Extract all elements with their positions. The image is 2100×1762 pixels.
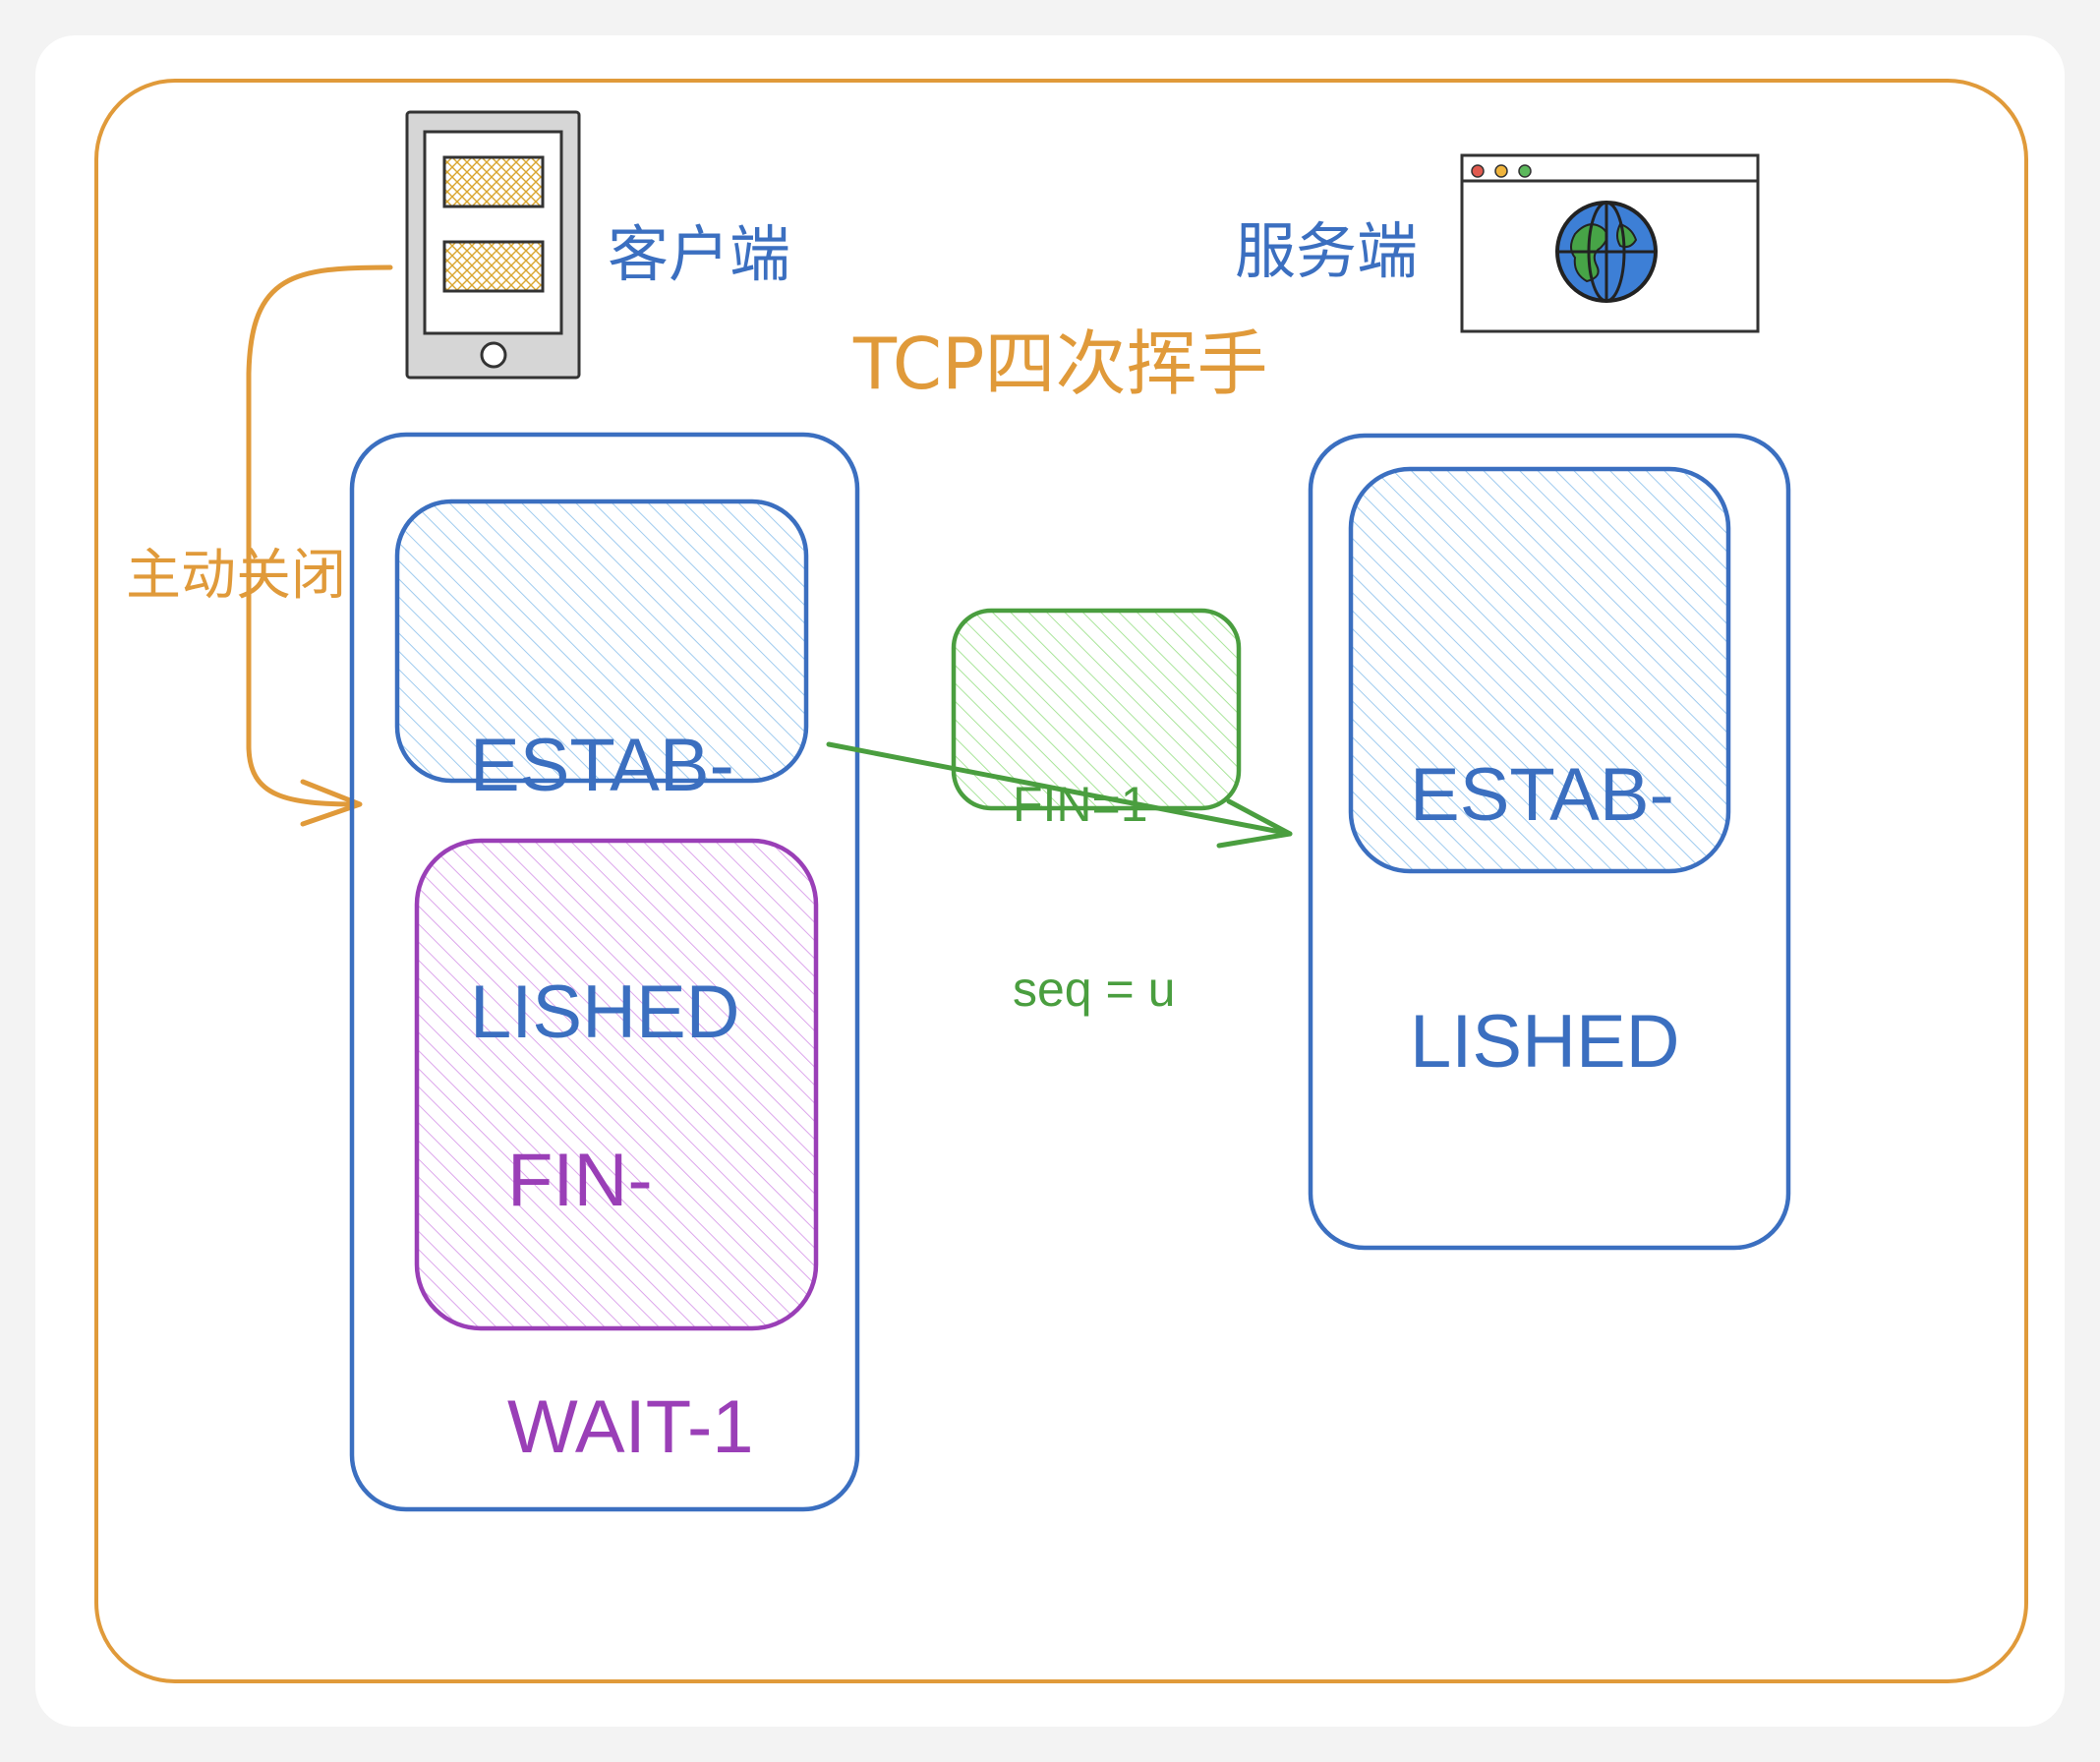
client-established-box (394, 499, 809, 784)
server-established-box (1348, 466, 1731, 874)
client-established-label: ESTAB- LISHED (470, 560, 740, 1218)
client-fin-wait-1-box (414, 838, 819, 1331)
fin-message-line2: seq = u (1013, 961, 1176, 1017)
server-established-line1: ESTAB- (1410, 753, 1674, 838)
diagram-title: TCP四次挥手 (853, 323, 1268, 405)
client-fin-wait-1-line2: WAIT-1 (507, 1384, 754, 1469)
client-fin-wait-1-line1: FIN- (507, 1139, 653, 1223)
fin-message-box (951, 608, 1242, 811)
server-label: 服务端 (1235, 215, 1419, 287)
server-state-column (1308, 433, 1791, 1251)
client-established-line1: ESTAB- (470, 724, 734, 808)
client-established-line2: LISHED (470, 969, 740, 1054)
mobile-phone-icon (405, 110, 581, 380)
client-state-column (349, 432, 860, 1512)
server-established-label: ESTAB- LISHED (1410, 590, 1680, 1248)
fin-message-line1: FIN=1 (1013, 777, 1148, 832)
fin-arrow (826, 741, 1293, 849)
active-close-arrow (246, 264, 393, 827)
client-fin-wait-1-label: FIN- WAIT-1 (507, 975, 754, 1633)
server-established-line2: LISHED (1410, 999, 1680, 1084)
active-close-label: 主动关闭 (126, 544, 346, 608)
client-label: 客户端 (608, 218, 791, 290)
browser-globe-icon (1460, 153, 1760, 333)
outer-frame (94, 79, 2028, 1683)
fin-message-label: FIN=1 seq = u (1013, 651, 1175, 1143)
